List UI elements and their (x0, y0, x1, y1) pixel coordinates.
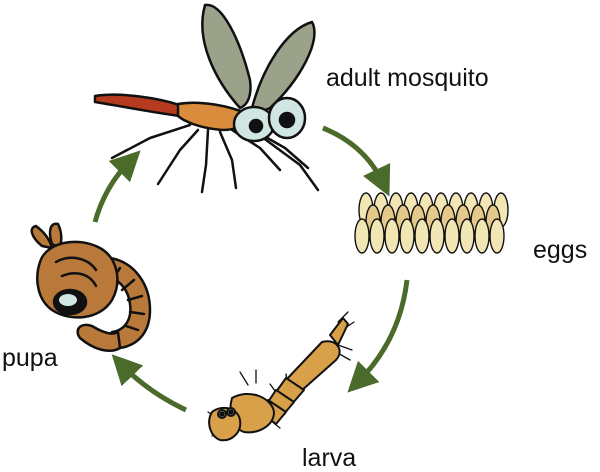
pupa-illustration (30, 222, 152, 352)
egg (354, 218, 370, 254)
egg (429, 218, 445, 254)
label-larva: larva (302, 444, 357, 472)
cycle-arrows (92, 125, 410, 413)
left-wing (201, 3, 252, 110)
label-adult-mosquito: adult mosquito (326, 64, 489, 92)
egg (489, 218, 505, 254)
eggs-cluster-illustration (354, 192, 509, 254)
arrow-eggs-to-larva (347, 279, 410, 393)
larva-illustration (207, 311, 355, 442)
egg (369, 218, 385, 254)
egg (414, 218, 430, 254)
egg (399, 218, 415, 254)
egg (444, 218, 460, 254)
abdomen (93, 93, 184, 118)
label-pupa: pupa (2, 344, 58, 372)
egg (384, 218, 400, 254)
egg (459, 218, 475, 254)
adult-mosquito-illustration (93, 3, 320, 194)
arrow-larva-to-pupa (111, 354, 188, 413)
label-eggs: eggs (533, 236, 588, 264)
arrow-adult-to-eggs (322, 125, 391, 197)
egg (474, 218, 490, 254)
arrow-pupa-to-adult (92, 150, 141, 223)
